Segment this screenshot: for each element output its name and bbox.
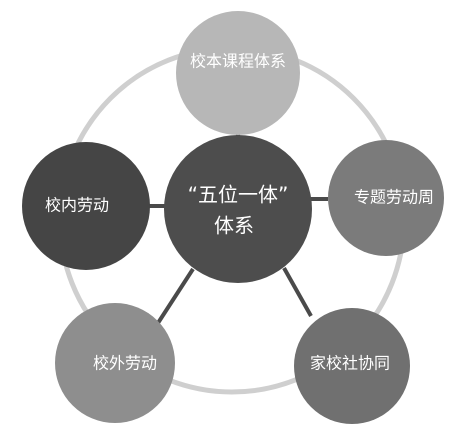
node-top: 校本课程体系 <box>176 11 300 135</box>
node-bottom-right: 家校社协同 <box>294 308 410 424</box>
node-bottom-left-label: 校外劳动 <box>93 354 157 373</box>
node-left: 校内劳动 <box>22 142 150 270</box>
node-bottom-right-label: 家校社协同 <box>310 354 390 373</box>
node-right: 专题劳动周 <box>328 140 444 256</box>
connector-bottom-right <box>282 267 313 317</box>
node-top-label: 校本课程体系 <box>190 52 286 71</box>
node-left-label: 校内劳动 <box>45 196 109 215</box>
center-label-line1: “五位一体” <box>188 183 289 207</box>
node-bottom-left: 校外劳动 <box>55 303 175 423</box>
node-center: “五位一体” 体系 <box>164 135 312 283</box>
connector-bottom-left <box>156 267 195 325</box>
center-label-line2: 体系 <box>214 214 254 238</box>
node-right-label: 专题劳动周 <box>354 188 434 207</box>
